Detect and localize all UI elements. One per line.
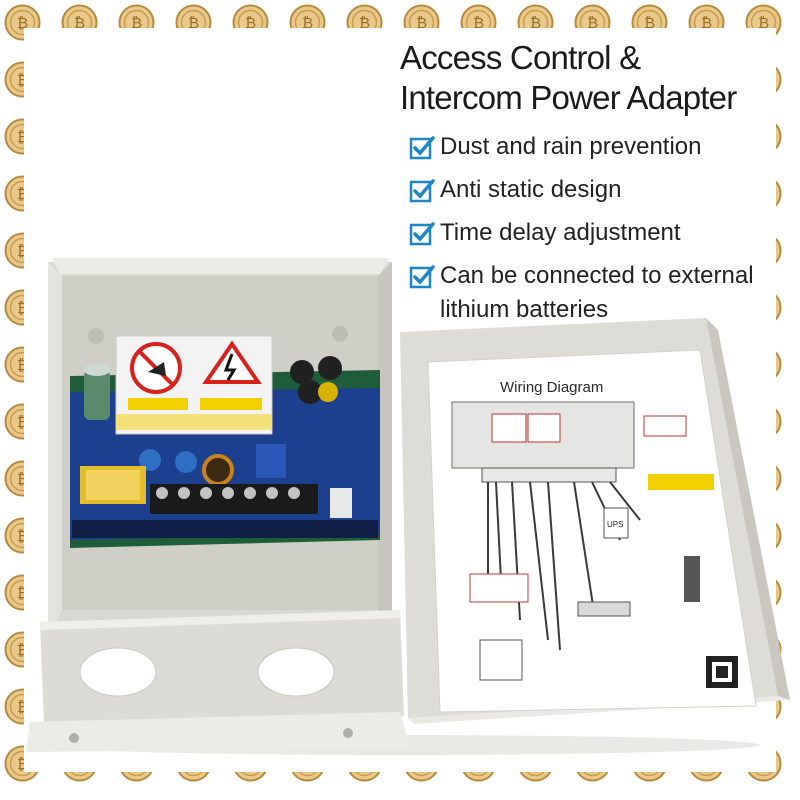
checkbox-check-icon <box>409 222 435 246</box>
open-enclosure <box>26 258 410 752</box>
feature-list: Dust and rain prevention Anti static des… <box>408 130 778 336</box>
diagram-title: Wiring Diagram <box>500 379 603 396</box>
product-title: Access Control & Intercom Power Adapter <box>400 38 780 118</box>
title-line-1: Access Control & <box>400 39 641 76</box>
feature-item: Dust and rain prevention <box>408 130 778 164</box>
lid-with-wiring-diagram: Wiring Diagram UPS <box>400 318 790 724</box>
checkbox-check-icon <box>409 265 435 289</box>
feature-item: Anti static design <box>408 173 778 207</box>
svg-text:UPS: UPS <box>607 520 623 529</box>
feature-item: Time delay adjustment <box>408 216 778 250</box>
checkbox-check-icon <box>409 179 435 203</box>
feature-item: Can be connected to external lithium bat… <box>408 259 778 327</box>
feature-text: Time delay adjustment <box>440 219 681 246</box>
title-line-2: Intercom Power Adapter <box>400 79 737 116</box>
checkbox-check-icon <box>409 136 435 160</box>
feature-text: Can be connected to external lithium bat… <box>440 262 754 323</box>
feature-text: Dust and rain prevention <box>440 133 702 160</box>
feature-text: Anti static design <box>440 176 622 203</box>
